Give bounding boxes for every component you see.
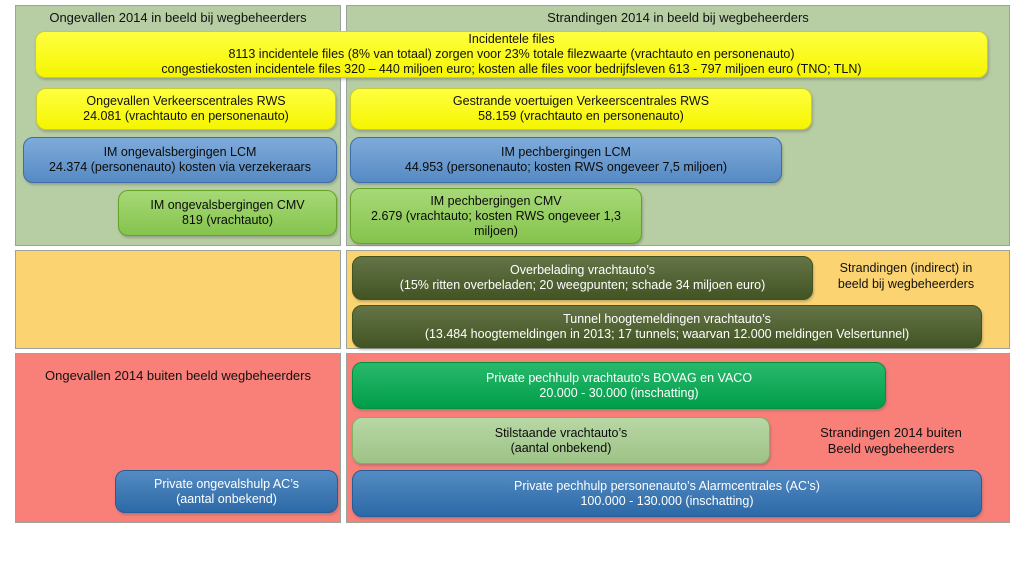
box-im-ongevalsbergingen-cmv: IM ongevalsbergingen CMV 819 (vrachtauto… (118, 190, 337, 236)
box-gestrande-voertuigen-line2: 58.159 (vrachtauto en personenauto) (478, 109, 684, 123)
box-incidentele-files-line1: Incidentele files (468, 32, 555, 46)
box-gestrande-voertuigen-line1: Gestrande voertuigen Verkeerscentrales R… (452, 94, 710, 108)
box-private-ongevalshulp-line2: (aantal onbekend) (176, 491, 277, 506)
box-im-pechbergingen-lcm-line2: 44.953 (personenauto; kosten RWS ongevee… (404, 160, 728, 174)
box-tunnel-hoogtemeldingen-line2: (13.484 hoogtemeldingen in 2013; 17 tunn… (424, 326, 910, 341)
panel-indirect-left (15, 250, 341, 349)
header-ongevallen-in-beeld: Ongevallen 2014 in beeld bij wegbeheerde… (49, 10, 307, 25)
label-strandingen-buiten-line1: Strandingen 2014 buiten (820, 425, 962, 440)
box-gestrande-voertuigen: Gestrande voertuigen Verkeerscentrales R… (350, 88, 812, 130)
box-tunnel-hoogtemeldingen-line1: Tunnel hoogtemeldingen vrachtauto’s (563, 311, 771, 326)
box-incidentele-files-line3: congestiekosten incidentele files 320 – … (161, 62, 862, 76)
box-im-ongevalsbergingen-lcm: IM ongevalsbergingen LCM 24.374 (persone… (23, 137, 337, 183)
label-strandingen-indirect-line1: Strandingen (indirect) in (839, 261, 973, 275)
box-stilstaande-vrachtautos-line1: Stilstaande vrachtauto’s (494, 425, 628, 440)
box-stilstaande-vrachtautos: Stilstaande vrachtauto’s (aantal onbeken… (352, 417, 770, 464)
box-im-pechbergingen-cmv: IM pechbergingen CMV 2.679 (vrachtauto; … (350, 188, 642, 244)
box-private-ongevalshulp: Private ongevalshulp AC’s (aantal onbeke… (115, 470, 338, 513)
box-overbelading-line2: (15% ritten overbeladen; 20 weegpunten; … (399, 278, 766, 292)
label-strandingen-indirect: Strandingen (indirect) in beeld bij wegb… (816, 260, 996, 292)
box-private-pechhulp-vrachtautos: Private pechhulp vrachtauto’s BOVAG en V… (352, 362, 886, 409)
box-private-pechhulp-vrachtautos-line1: Private pechhulp vrachtauto’s BOVAG en V… (485, 370, 753, 385)
box-ongevallen-verkeerscentrales: Ongevallen Verkeerscentrales RWS 24.081 … (36, 88, 336, 130)
box-im-ongevalsbergingen-cmv-line2: 819 (vrachtauto) (181, 213, 274, 227)
box-private-ongevalshulp-line1: Private ongevalshulp AC’s (154, 476, 299, 491)
box-private-pechhulp-vrachtautos-line2: 20.000 - 30.000 (inschatting) (539, 385, 699, 400)
box-overbelading-line1: Overbelading vrachtauto’s (510, 263, 655, 277)
header-ongevallen-buiten: Ongevallen 2014 buiten beeld wegbeheerde… (45, 368, 311, 383)
label-strandingen-buiten-line2: Beeld wegbeheerders (827, 441, 955, 456)
box-im-ongevalsbergingen-cmv-line1: IM ongevalsbergingen CMV (150, 198, 305, 212)
box-overbelading: Overbelading vrachtauto’s (15% ritten ov… (352, 256, 813, 300)
box-ongevallen-verkeerscentrales-line1: Ongevallen Verkeerscentrales RWS (86, 94, 286, 108)
box-ongevallen-verkeerscentrales-line2: 24.081 (vrachtauto en personenauto) (83, 109, 289, 123)
box-im-ongevalsbergingen-lcm-line1: IM ongevalsbergingen LCM (103, 145, 257, 159)
box-im-pechbergingen-lcm: IM pechbergingen LCM 44.953 (personenaut… (350, 137, 782, 183)
header-strandingen-in-beeld: Strandingen 2014 in beeld bij wegbeheerd… (547, 10, 809, 25)
box-im-pechbergingen-lcm-line1: IM pechbergingen LCM (501, 145, 631, 159)
box-incidentele-files-line2: 8113 incidentele files (8% van totaal) z… (228, 47, 795, 61)
box-im-pechbergingen-cmv-line2: 2.679 (vrachtauto; kosten RWS ongeveer 1… (371, 208, 621, 238)
box-private-pechhulp-personenautos: Private pechhulp personenauto’s Alarmcen… (352, 470, 982, 517)
box-im-pechbergingen-cmv-line1: IM pechbergingen CMV (430, 193, 562, 208)
box-private-pechhulp-personenautos-line1: Private pechhulp personenauto’s Alarmcen… (514, 478, 820, 493)
box-stilstaande-vrachtautos-line2: (aantal onbekend) (510, 440, 612, 455)
box-private-pechhulp-personenautos-line2: 100.000 - 130.000 (inschatting) (580, 493, 754, 508)
box-tunnel-hoogtemeldingen: Tunnel hoogtemeldingen vrachtauto’s (13.… (352, 305, 982, 348)
box-im-ongevalsbergingen-lcm-line2: 24.374 (personenauto) kosten via verzeke… (49, 160, 311, 174)
box-incidentele-files: Incidentele files 8113 incidentele files… (35, 31, 988, 78)
label-strandingen-indirect-line2: beeld bij wegbeheerders (837, 277, 975, 291)
label-strandingen-buiten: Strandingen 2014 buiten Beeld wegbeheerd… (790, 425, 992, 457)
